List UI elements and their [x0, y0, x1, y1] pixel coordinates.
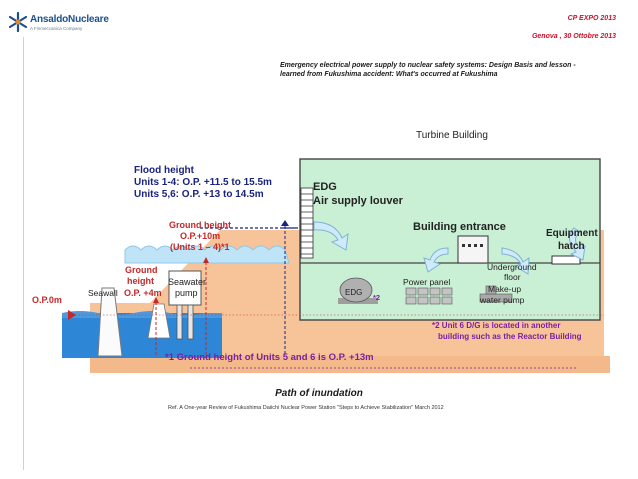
tsunami-waves: [124, 245, 290, 264]
flood-height-title: Flood height: [134, 165, 195, 176]
seawater-pump-line1: Seawater: [168, 277, 206, 287]
presentation-title-line1: Emergency electrical power supply to nuc…: [280, 62, 576, 69]
sea-water: [62, 313, 222, 358]
reference-note: Ref. A One-year Review of Fukushima Daii…: [168, 405, 444, 411]
power-panel-label: Power panel: [403, 277, 450, 287]
ground-strip: [90, 356, 610, 373]
seawall-label: Seawall: [88, 288, 118, 298]
flood-units14: Units 1-4: O.P. +11.5 to 15.5m: [134, 177, 272, 188]
underground-line1: Underground: [487, 262, 537, 272]
air-supply-louver-icon: [300, 187, 314, 259]
air-supply-label: Air supply louver: [313, 195, 404, 207]
building-entrance: [457, 235, 489, 264]
ground-height-line2: O.P.+10m: [180, 231, 220, 241]
makeup-line2: water pump: [479, 295, 525, 305]
ansaldo-logo-icon: [8, 11, 28, 33]
equipment-hatch-line2: hatch: [558, 241, 585, 252]
ground-op4-line3: O.P. +4m: [124, 288, 162, 298]
inundation-diagram: Turbine Building Flood height Units 1-4:…: [32, 130, 610, 373]
note2-line1: *2 Unit 6 D/G is located in another: [432, 321, 560, 330]
logo-name: AnsaldoNucleare: [30, 14, 109, 25]
inundation-arrows: [313, 221, 586, 275]
building-entrance-label: Building entrance: [413, 221, 506, 233]
edg-small-label: EDG: [345, 288, 362, 297]
power-panel-icon: [405, 287, 453, 305]
equipment-hatch-icon: [551, 255, 581, 265]
edg-label: EDG: [313, 181, 337, 193]
presentation-title-line2: learned from Fukushima accident: What's …: [280, 71, 498, 78]
underground-line2: floor: [504, 272, 521, 282]
presentation-title: Emergency electrical power supply to nuc…: [280, 61, 620, 79]
makeup-water-pump-icon: [479, 285, 513, 303]
entrance-dots: [462, 244, 483, 247]
star2-label: *2: [373, 293, 380, 302]
flood-units56: Units 5,6: O.P. +13 to 14.5m: [134, 189, 264, 200]
op0-marker-icon: [68, 310, 76, 320]
seawall: [97, 287, 123, 357]
makeup-line1: Make-up: [488, 284, 521, 294]
event-place-date: Genova , 30 Ottobre 2013: [531, 33, 616, 40]
logo-tagline: A Finmeccanica Company: [30, 26, 83, 31]
event-name: CP EXPO 2013: [567, 15, 616, 22]
ground-op4-line1: Ground: [125, 265, 158, 275]
ground-height-line3: (Units 1 – 4)*1: [170, 242, 230, 252]
edg-generator-icon: [338, 277, 378, 304]
diagram-caption: Path of inundation: [275, 388, 363, 399]
seawater-pump-icon: [168, 270, 202, 340]
ground-op4-line2: height: [127, 276, 154, 286]
note2-line2: building such as the Reactor Building: [438, 332, 582, 341]
left-accent-line: [23, 37, 34, 470]
equipment-hatch-line1: Equipment: [546, 228, 598, 239]
op0-label: O.P.0m: [32, 295, 62, 305]
seawater-pump-line2: pump: [175, 288, 198, 298]
breakwater: [147, 303, 171, 339]
ground-height-line1: Ground height: [169, 220, 231, 230]
turbine-building-label: Turbine Building: [416, 130, 488, 141]
note1: *1 Ground height of Units 5 and 6 is O.P…: [165, 352, 374, 363]
